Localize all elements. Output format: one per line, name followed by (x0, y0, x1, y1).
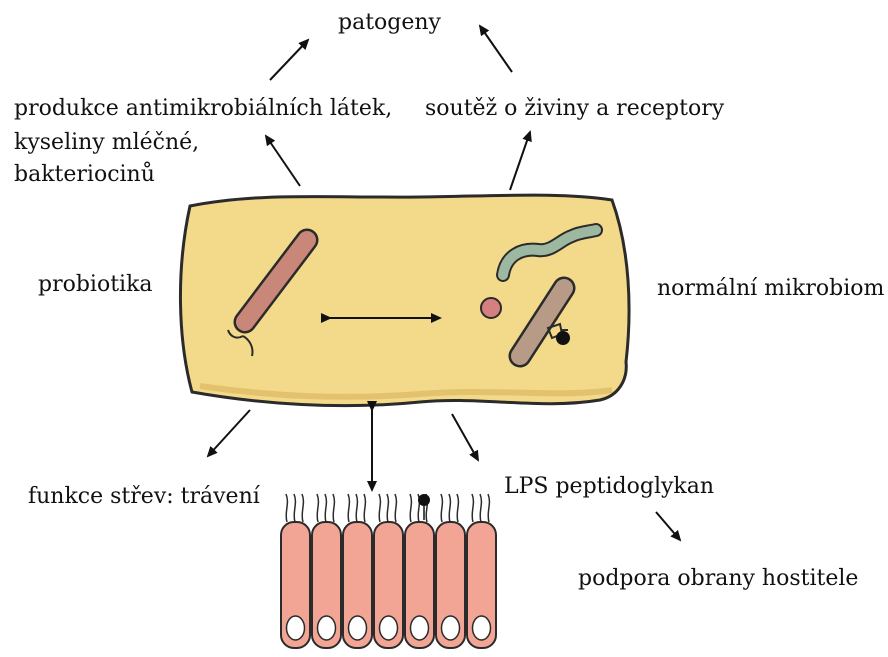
antimicrobial-label-line2: kyseliny mléčné, (14, 130, 199, 156)
microvillus (364, 494, 365, 522)
microvillus (488, 494, 489, 522)
microvillus (317, 494, 318, 522)
microvillus (449, 494, 450, 522)
microvillus (356, 494, 357, 522)
antimicrobial-label-line1: produkce antimikrobiálních látek, (14, 96, 392, 122)
arrow-to-gut-function (208, 410, 250, 456)
diagram-title: patogeny (338, 10, 441, 36)
cell-nucleus (349, 616, 367, 640)
cell-nucleus (380, 616, 398, 640)
gut-function-label: funkce střev: trávení (28, 484, 260, 510)
competition-label: soutěž o živiny a receptory (425, 96, 724, 122)
microvillus (457, 494, 458, 522)
microvillus (395, 494, 396, 522)
coccus-bacterium (481, 298, 501, 318)
microvillus (325, 494, 326, 522)
arrow-to-pathogens-right (480, 26, 512, 72)
probiotics-label: probiotika (38, 272, 153, 298)
cell-nucleus (442, 616, 460, 640)
arrow-to-pathogens-left (270, 40, 308, 80)
microvillus (348, 494, 349, 522)
normal-microbiome-label: normální mikrobiom (657, 276, 884, 302)
cell-nucleus (473, 616, 491, 640)
arrow-to-lps (452, 414, 478, 460)
cell-nucleus (318, 616, 336, 640)
arrow-to-antimicrobial (266, 136, 300, 186)
arrow-to-host-defense (656, 512, 680, 540)
microvillus (379, 494, 380, 522)
host-defense-label: podpora obrany hostitele (578, 566, 858, 592)
microvillus (410, 494, 411, 522)
arrow-to-competition (510, 132, 530, 190)
microvillus (286, 494, 287, 522)
microvillus (294, 494, 295, 522)
microvillus (480, 494, 481, 522)
microvillus (387, 494, 388, 522)
cell-nucleus (287, 616, 305, 640)
lps-label: LPS peptidoglykan (504, 474, 714, 500)
cell-nucleus (411, 616, 429, 640)
lps-particle (418, 494, 430, 506)
microvillus (302, 494, 303, 522)
antimicrobial-label-line3: bakteriocinů (14, 162, 155, 188)
epithelial-cells (281, 494, 496, 648)
microvillus (472, 494, 473, 522)
microvillus (333, 494, 334, 522)
microvillus (441, 494, 442, 522)
